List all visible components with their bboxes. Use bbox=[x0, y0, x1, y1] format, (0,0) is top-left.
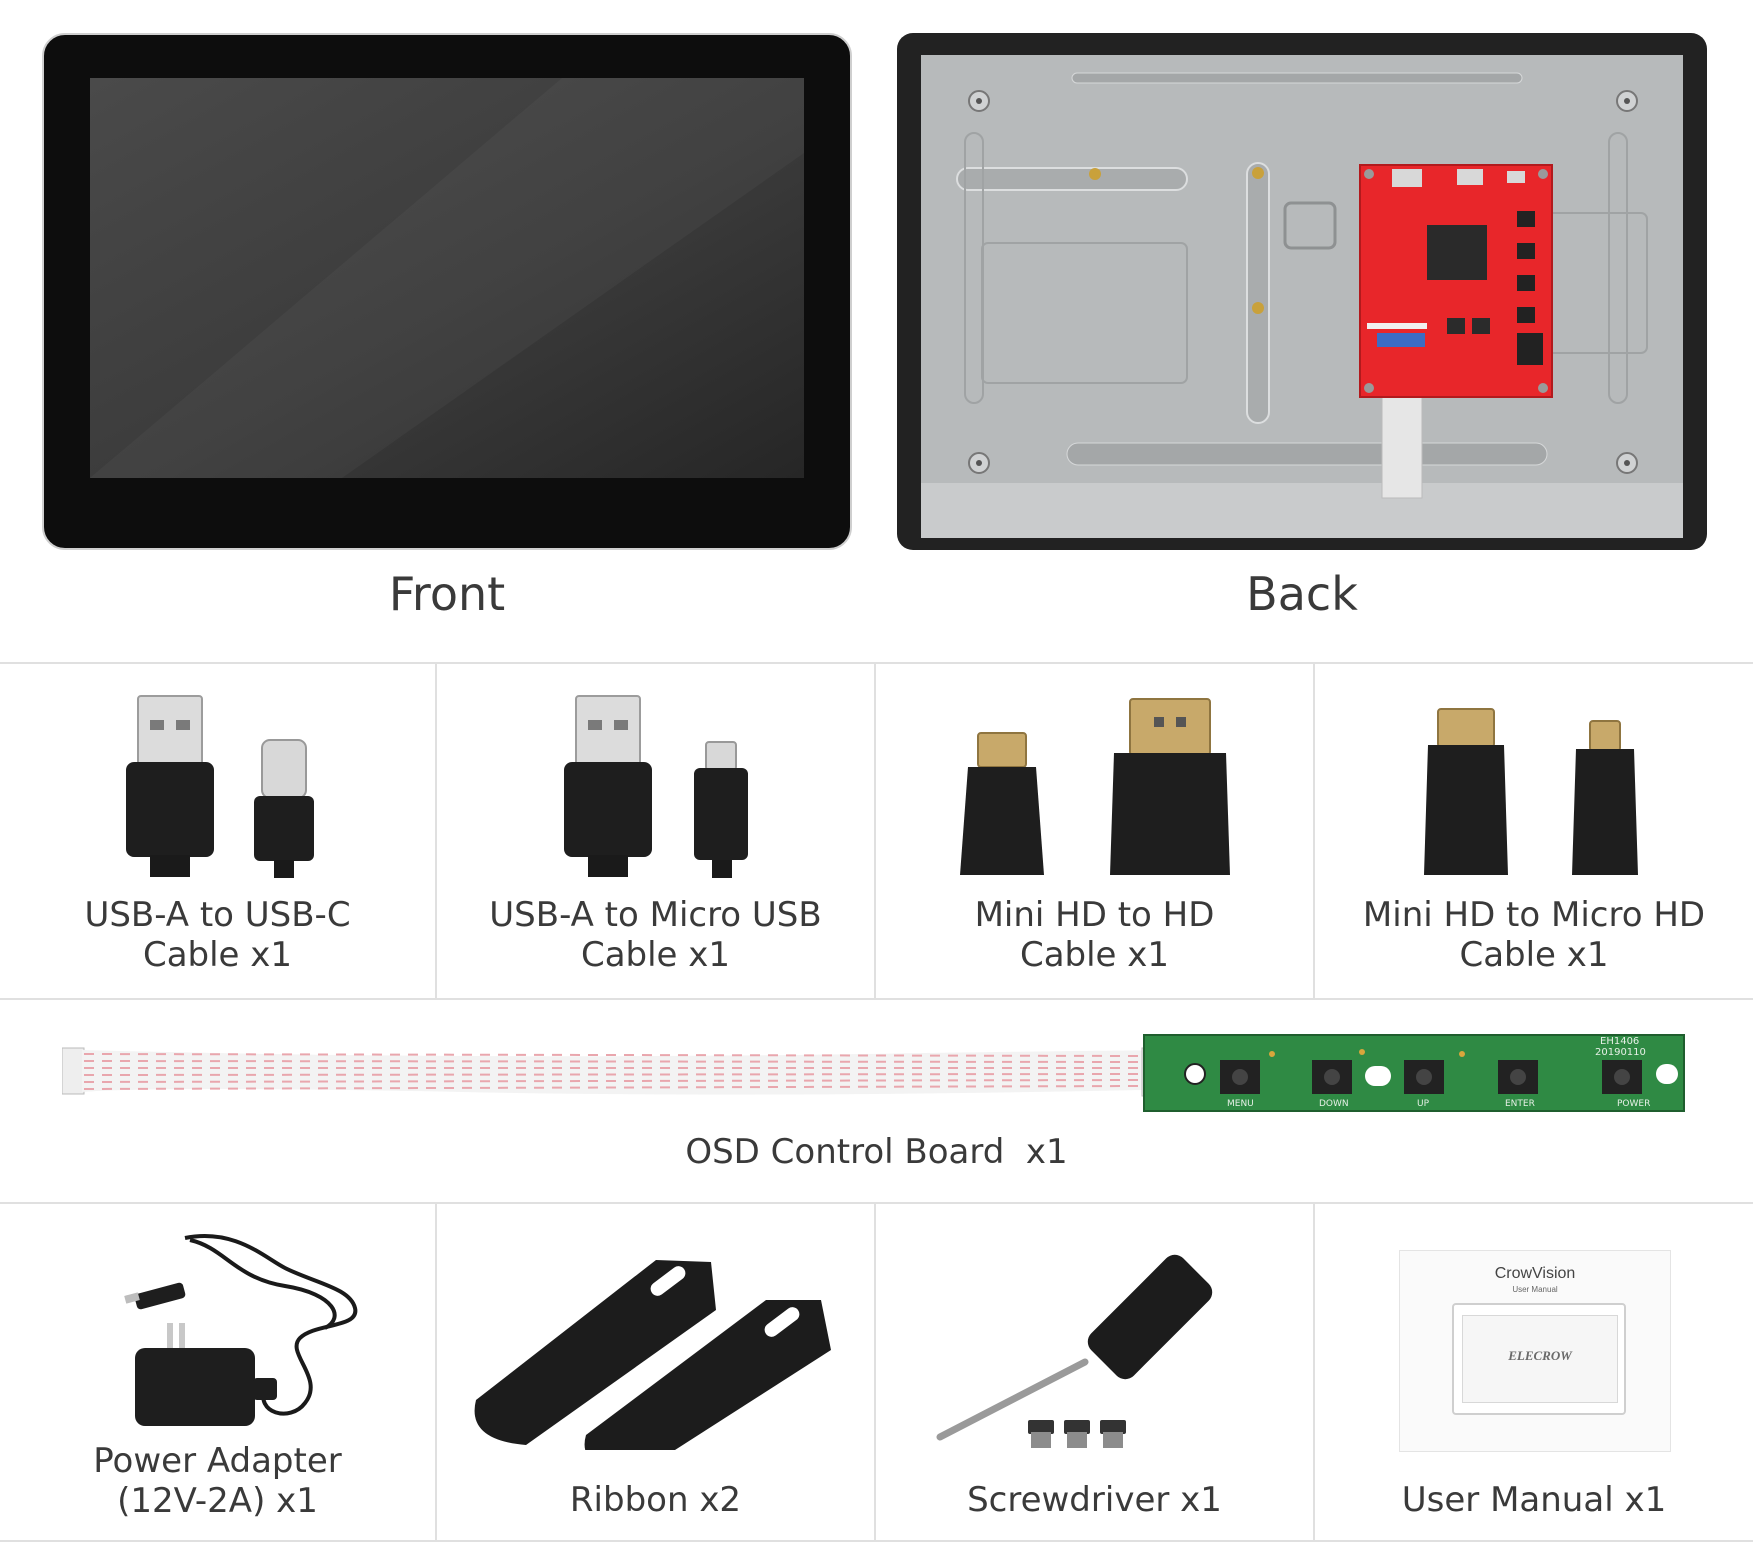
manual-subtitle: User Manual bbox=[1512, 1285, 1558, 1294]
manual-screen-frame: ELECROW bbox=[1452, 1303, 1626, 1415]
grid-divider bbox=[0, 662, 1753, 664]
mini-hd-to-hd-cable-image bbox=[958, 695, 1238, 880]
osd-control-board-image: MENU DOWN UP ENTER POWER EH1406 20190110 bbox=[62, 1030, 1692, 1116]
osd-caption: OSD Control Board x1 bbox=[685, 1132, 1068, 1172]
grid-divider bbox=[435, 662, 437, 998]
pcb-label-menu: MENU bbox=[1227, 1099, 1254, 1109]
pcb-label-enter: ENTER bbox=[1505, 1099, 1535, 1109]
back-label: Back bbox=[1246, 567, 1358, 621]
ribbon-image bbox=[466, 1240, 846, 1450]
back-display-image bbox=[897, 33, 1707, 550]
item-caption: Mini HD to Micro HD Cable x1 bbox=[1362, 895, 1706, 975]
item-caption: Power Adapter (12V-2A) x1 bbox=[93, 1441, 342, 1521]
pcb-label-date: 20190110 bbox=[1595, 1047, 1646, 1058]
grid-divider bbox=[1313, 1202, 1315, 1540]
item-caption: Ribbon x2 bbox=[569, 1480, 742, 1520]
manual-brand: CrowVision bbox=[1494, 1265, 1576, 1282]
grid-divider bbox=[435, 1202, 437, 1540]
item-caption: User Manual x1 bbox=[1401, 1480, 1667, 1520]
item-caption: Mini HD to HD Cable x1 bbox=[974, 895, 1215, 975]
pcb-label-power: POWER bbox=[1617, 1099, 1650, 1109]
item-caption: USB-A to Micro USB Cable x1 bbox=[489, 895, 822, 975]
item-caption: USB-A to USB-C Cable x1 bbox=[84, 895, 351, 975]
screwdriver-image bbox=[930, 1232, 1270, 1462]
grid-divider bbox=[0, 1540, 1753, 1542]
front-label: Front bbox=[388, 567, 506, 621]
grid-divider bbox=[1313, 662, 1315, 998]
item-caption: Screwdriver x1 bbox=[967, 1480, 1222, 1520]
grid-divider bbox=[0, 1202, 1753, 1204]
mini-hd-to-micro-hd-cable-image bbox=[1420, 705, 1670, 880]
pcb-label-up: UP bbox=[1417, 1099, 1430, 1109]
elecrow-logo: ELECROW bbox=[1508, 1348, 1572, 1363]
power-adapter-image bbox=[115, 1228, 365, 1433]
grid-divider bbox=[874, 1202, 876, 1540]
manual-screen: ELECROW bbox=[1462, 1315, 1618, 1403]
usb-a-to-usb-c-cable-image bbox=[110, 690, 330, 880]
grid-divider bbox=[874, 662, 876, 998]
usb-a-to-micro-usb-cable-image bbox=[548, 690, 768, 880]
pcb-label-down: DOWN bbox=[1319, 1099, 1349, 1109]
user-manual-image: CrowVision User Manual ELECROW bbox=[1399, 1250, 1671, 1452]
front-display-image bbox=[42, 33, 852, 550]
grid-divider bbox=[0, 998, 1753, 1000]
pcb-label-code: EH1406 bbox=[1600, 1036, 1639, 1047]
